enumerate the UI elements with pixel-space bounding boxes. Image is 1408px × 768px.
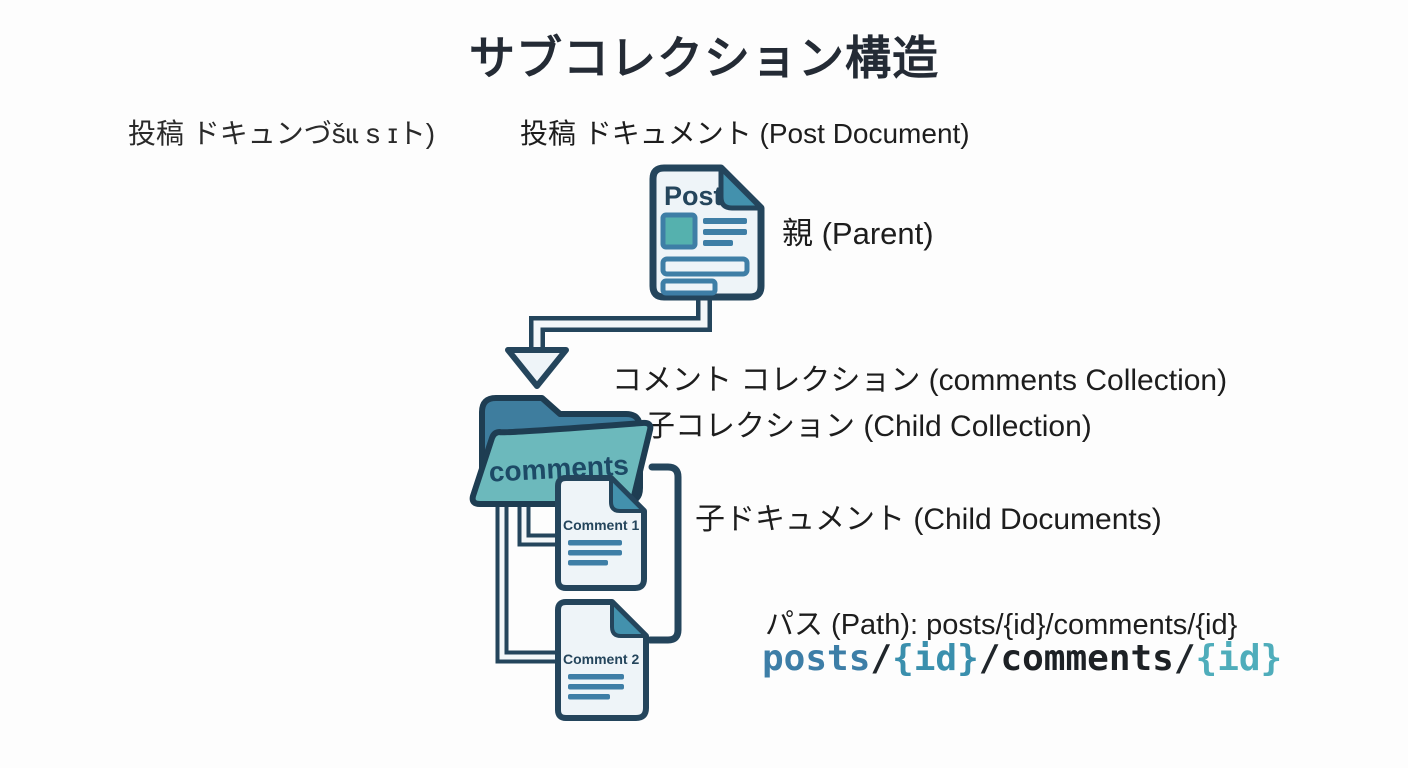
page-title: サブコレクション構造 — [469, 32, 939, 84]
comment2-document-icon: Comment 2 — [555, 599, 649, 721]
post-document-label-garbled: 投稿 ドキュンづšɩɩ s ɪト) — [128, 118, 436, 149]
post-document-icon: Post — [649, 164, 765, 301]
post-document-label: 投稿 ドキュメント (Post Document) — [520, 118, 970, 149]
group-bracket — [646, 463, 682, 644]
image-placeholder-icon — [660, 212, 698, 250]
fold-corner-icon — [610, 600, 648, 638]
comment1-document-icon: Comment 1 — [555, 475, 647, 591]
parent-label: 親 (Parent) — [782, 216, 934, 251]
arrow-connector — [505, 296, 712, 389]
path-label: パス (Path): posts/{id}/comments/{id} — [765, 609, 1238, 641]
comment2-title: Comment 2 — [563, 651, 639, 667]
comment1-title: Comment 1 — [563, 517, 639, 533]
comments-collection-label: コメント コレクション (comments Collection) — [612, 364, 1228, 397]
code-path: posts/{id}/comments/{id} — [762, 638, 1283, 679]
tree-connector — [495, 496, 560, 664]
post-doc-title: Post — [664, 181, 723, 211]
fold-corner-icon — [609, 476, 646, 513]
child-documents-label: 子ドキュメント (Child Documents) — [695, 503, 1162, 536]
fold-corner-icon — [718, 165, 764, 211]
child-collection-label: 子コレクション (Child Collection) — [645, 410, 1092, 443]
arrow-head-icon — [505, 347, 569, 389]
